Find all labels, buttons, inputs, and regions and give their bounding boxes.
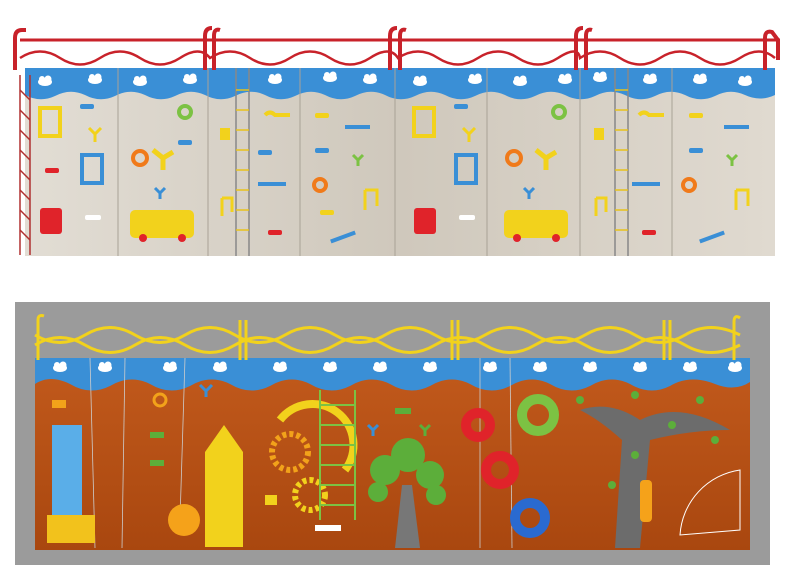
ball-hold: [168, 504, 200, 536]
ladder-right: [614, 68, 629, 256]
sky-band: [25, 68, 775, 100]
cylinder-hold: [640, 480, 652, 522]
tower-hold: [205, 452, 243, 547]
gear-hold: [269, 431, 311, 473]
yellow-top-rail: [34, 314, 741, 360]
rope-net: [19, 75, 31, 255]
ladder-left: [235, 68, 250, 256]
panel-dividers: [117, 68, 673, 256]
small-holds: [52, 383, 719, 531]
bottom-climbing-wall: [15, 302, 770, 565]
ring-holds: [461, 394, 559, 538]
net-hold: [679, 469, 741, 536]
bus-hold: [130, 210, 194, 238]
gray-tree: [580, 406, 730, 548]
top-climbing-wall: [13, 26, 780, 256]
tree-hold: [368, 438, 446, 548]
sky-band: [35, 358, 750, 391]
holds-set-1: [38, 104, 379, 244]
green-ladder: [319, 390, 356, 520]
blue-panel-hold: [52, 425, 82, 515]
red-top-rail: [13, 26, 780, 70]
holds-set-2: [412, 104, 750, 244]
